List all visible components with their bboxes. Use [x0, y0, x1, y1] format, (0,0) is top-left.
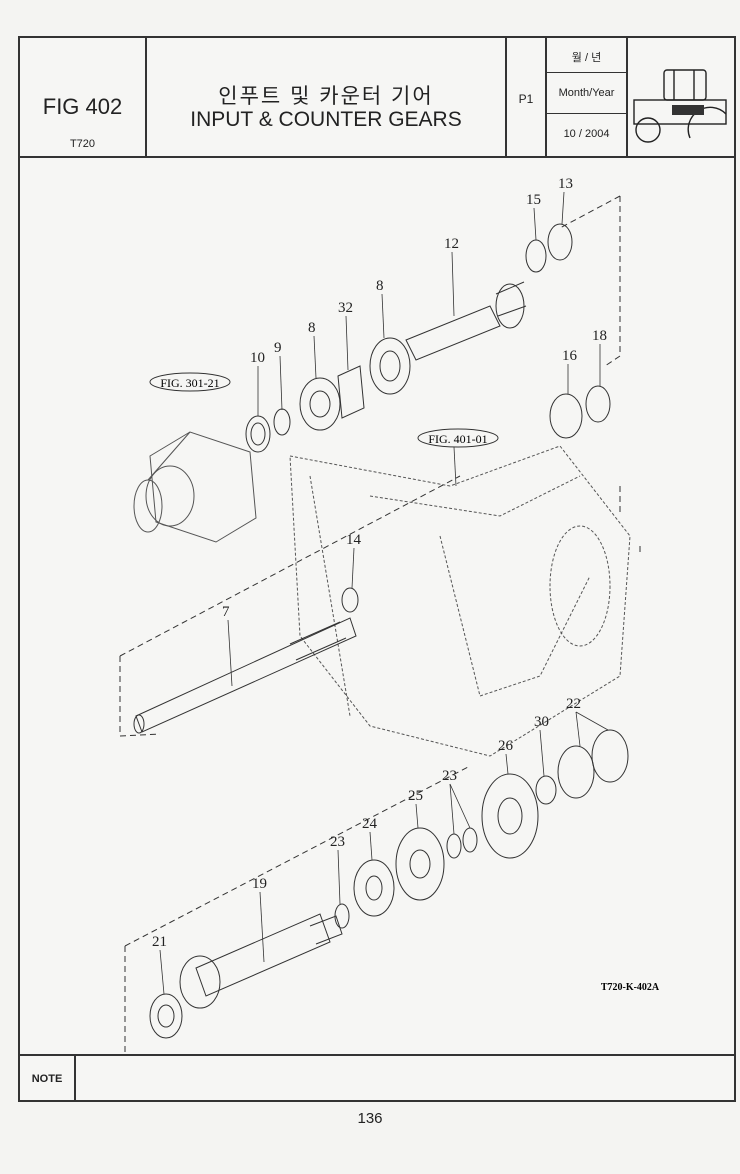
leader-lines — [159, 191, 609, 995]
input-shaft-12 — [405, 281, 527, 361]
fig-cell: FIG 402 T720 — [20, 38, 147, 156]
fig-number: FIG 402 — [42, 94, 123, 119]
assembly-guide-lines — [119, 195, 641, 1056]
ring-15 — [525, 239, 547, 273]
callout-12: 12 — [444, 236, 459, 252]
date-value: 10 / 2004 — [563, 128, 610, 140]
callout-7: 7 — [222, 604, 230, 620]
spacer-30 — [535, 775, 557, 805]
counter-shaft-19 — [179, 913, 343, 1009]
parts-sheet: FIG 402 T720 인푸트 및 카운터 기어 INPUT & COUNTE… — [18, 36, 736, 1102]
date-label-english: Month/Year — [547, 73, 626, 114]
tractor-icon — [633, 69, 727, 143]
bearing-8-upper — [369, 337, 411, 395]
exploded-view-svg: FIG. 301-21 FIG. 401-01 13 15 12 8 32 8 … — [119, 176, 660, 1056]
callout-8-upper: 8 — [376, 278, 384, 294]
title-block: FIG 402 T720 인푸트 및 카운터 기어 INPUT & COUNTE… — [20, 38, 734, 158]
callout-21: 21 — [152, 934, 167, 950]
gearbox-case — [289, 445, 631, 757]
bearing-22-left — [557, 745, 595, 799]
callout-8-lower: 8 — [308, 320, 316, 336]
note-row: NOTE — [20, 1054, 734, 1102]
date-label-korean: 월 / 년 — [547, 44, 626, 73]
drawing-code: T720-K-402A — [601, 982, 660, 993]
callout-9: 9 — [274, 340, 282, 356]
model-number: T720 — [69, 138, 96, 150]
part-callouts: 13 15 12 8 32 8 9 10 18 16 14 7 22 30 26… — [152, 176, 607, 950]
page-cell: P1 — [507, 38, 547, 156]
ref-fig-301-21: FIG. 301-21 — [160, 376, 219, 390]
callout-23-upper: 23 — [442, 768, 457, 784]
callout-30: 30 — [534, 714, 549, 730]
gear-24 — [353, 859, 395, 917]
exploded-parts-drawing: FIG. 301-21 FIG. 401-01 13 15 12 8 32 8 … — [20, 156, 734, 1056]
reference-labels: FIG. 301-21 FIG. 401-01 — [149, 372, 499, 448]
flange-housing — [133, 431, 257, 543]
bearing-21 — [149, 993, 183, 1039]
callout-26: 26 — [498, 738, 514, 754]
page-number: 136 — [357, 1110, 383, 1127]
gear-26 — [481, 773, 539, 859]
callout-14: 14 — [346, 532, 362, 548]
ref-fig-401-01: FIG. 401-01 — [428, 432, 487, 446]
callout-16: 16 — [562, 348, 578, 364]
snap-ring-14 — [341, 587, 359, 613]
tractor-logo-cell — [628, 38, 734, 156]
page-code: P1 — [518, 92, 534, 106]
callout-19: 19 — [252, 876, 267, 892]
gear-25 — [395, 827, 445, 901]
title-english: INPUT & COUNTER GEARS — [190, 108, 462, 131]
callout-24: 24 — [362, 816, 378, 832]
callout-15: 15 — [526, 192, 541, 208]
sleeve-32 — [337, 365, 365, 419]
snap-ring-9 — [273, 408, 291, 436]
snap-ring-23-upper — [446, 833, 462, 859]
callout-10: 10 — [250, 350, 265, 366]
title-korean: 인푸트 및 카운터 기어 — [218, 85, 434, 108]
callout-22: 22 — [566, 696, 581, 712]
note-label: NOTE — [20, 1056, 76, 1102]
title-cell: 인푸트 및 카운터 기어 INPUT & COUNTER GEARS — [147, 38, 507, 156]
callout-25: 25 — [408, 788, 423, 804]
main-shaft-7 — [133, 617, 357, 734]
date-cell: 월 / 년 Month/Year 10 / 2004 — [547, 38, 628, 156]
callout-23-lower: 23 — [330, 834, 345, 850]
gear-16 — [549, 393, 583, 439]
callout-18: 18 — [592, 328, 607, 344]
snap-ring-23-lower — [334, 903, 350, 929]
bearing-8-lower — [299, 377, 341, 431]
bearing-22-right — [591, 729, 629, 783]
needle-bearing-13 — [547, 223, 573, 261]
callout-32: 32 — [338, 300, 353, 316]
bearing-18 — [585, 385, 611, 423]
oil-seal-10 — [245, 415, 271, 453]
callout-13: 13 — [558, 176, 573, 192]
